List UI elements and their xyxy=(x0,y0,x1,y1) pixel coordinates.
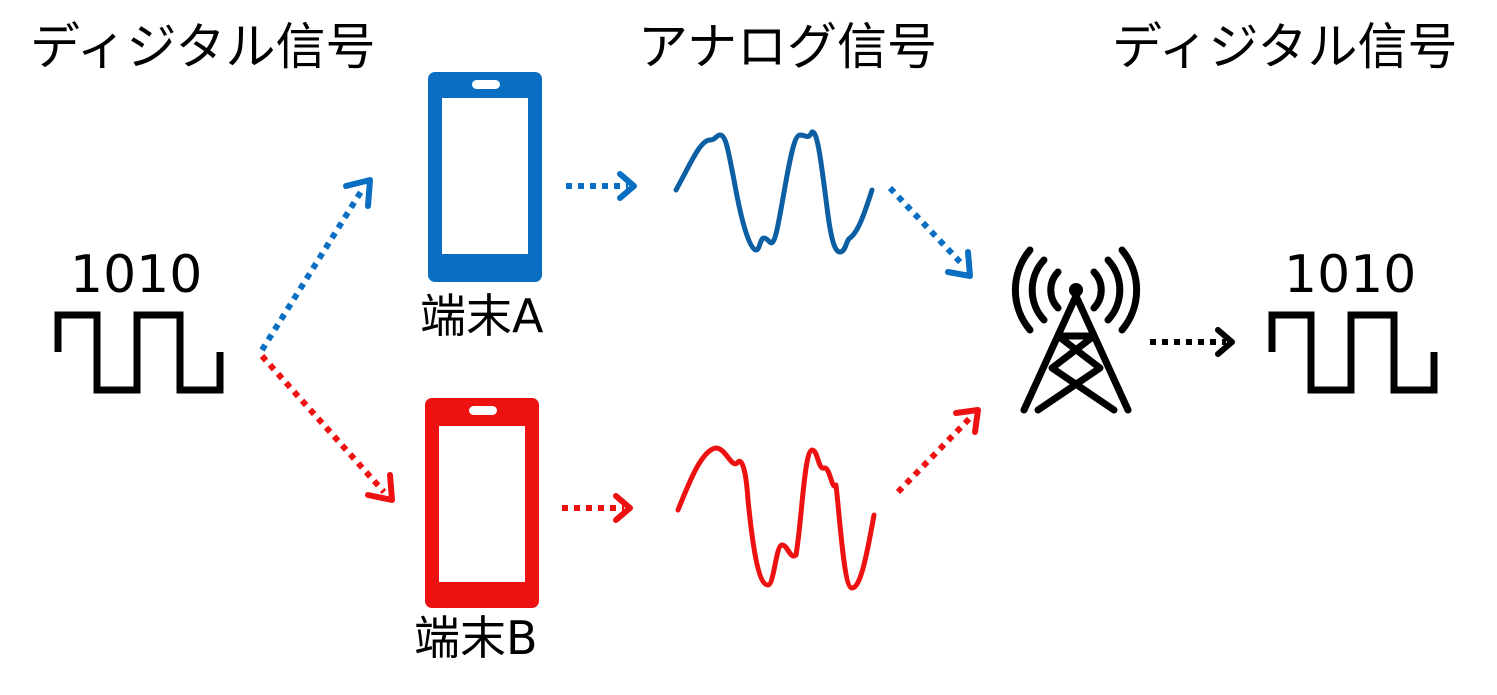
output-bits: 1010 xyxy=(1284,245,1416,305)
analog-wave-a-icon xyxy=(673,129,875,255)
arrow-input-to-device-b xyxy=(259,353,395,503)
arrow-device-a-to-wave xyxy=(566,171,637,201)
heading-digital-right: ディジタル信号 xyxy=(1112,18,1458,76)
heading-analog: アナログ信号 xyxy=(638,18,937,76)
analog-wave-b-icon xyxy=(675,445,877,591)
arrow-input-to-device-a xyxy=(259,177,373,352)
device-b-smartphone-icon xyxy=(425,398,539,608)
heading-digital-left: ディジタル信号 xyxy=(30,18,376,76)
device-a-smartphone-icon xyxy=(428,72,542,282)
output-square-wave-icon xyxy=(1268,311,1438,394)
arrow-wave-b-to-tower xyxy=(895,407,981,495)
input-bits: 1010 xyxy=(70,245,202,305)
arrow-tower-to-output xyxy=(1150,327,1235,357)
cell-tower-icon xyxy=(1011,246,1141,414)
device-a-label: 端末A xyxy=(420,289,544,343)
arrow-wave-a-to-tower xyxy=(887,185,973,279)
arrow-device-b-to-wave xyxy=(562,493,633,523)
input-square-wave-icon xyxy=(54,311,224,394)
device-b-label: 端末B xyxy=(414,611,538,665)
